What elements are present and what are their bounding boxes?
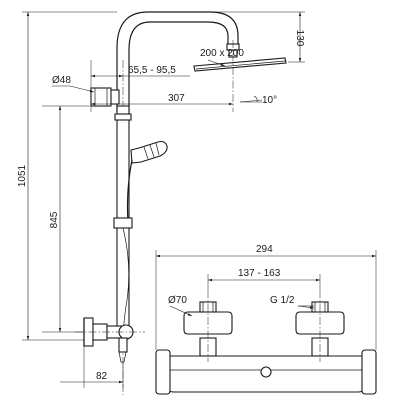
dimension-head-angle: 10° (239, 95, 277, 106)
dimension-arm-reach: 307 (90, 93, 233, 112)
label-inlet-spacing: 137 - 163 (238, 268, 281, 279)
shower-column-side-view: 1051 845 Ø48 65,5 - 95,5 307 (17, 11, 305, 395)
dimension-mixer-length: 294 (155, 244, 377, 350)
label-head-height: 130 (294, 30, 305, 47)
label-arm-offset: 65,5 - 95,5 (128, 65, 176, 76)
label-bar-height: 845 (49, 211, 60, 228)
dimension-total-height: 1051 (17, 11, 117, 341)
dimension-inlet-thread: G 1/2 (270, 295, 315, 309)
dimension-wall-offset: 82 (60, 346, 124, 388)
dimension-head-height: 130 (150, 11, 305, 63)
mixer-side-view (75, 317, 145, 363)
diverter-knob (260, 366, 272, 378)
dimension-inlet-diameter: Ø70 (168, 295, 193, 317)
label-mixer-length: 294 (256, 244, 273, 255)
label-head-size: 200 x 200 (200, 48, 244, 59)
label-inlet-diameter: Ø70 (168, 295, 187, 306)
label-head-angle: 10° (262, 95, 277, 106)
dimension-rail-diameter: Ø48 (52, 75, 95, 93)
label-inlet-thread: G 1/2 (270, 295, 295, 306)
dimension-arm-offset: 65,5 - 95,5 (90, 60, 190, 88)
right-inlet (295, 290, 345, 362)
label-total-height: 1051 (17, 164, 28, 187)
label-arm-reach: 307 (168, 93, 185, 104)
left-inlet (183, 290, 233, 362)
overhead-shower (193, 40, 287, 112)
slide-rail (114, 105, 132, 329)
dimension-inlet-spacing: 137 - 163 (207, 268, 321, 290)
wall-bracket (90, 87, 120, 107)
label-wall-offset: 82 (96, 371, 108, 382)
mixer-front-view: 294 137 - 163 Ø70 G 1/2 (155, 244, 377, 395)
dimension-head-size: 200 x 200 (200, 48, 244, 67)
dimension-bar-height: 845 (42, 105, 90, 333)
label-rail-diameter: Ø48 (52, 75, 71, 86)
